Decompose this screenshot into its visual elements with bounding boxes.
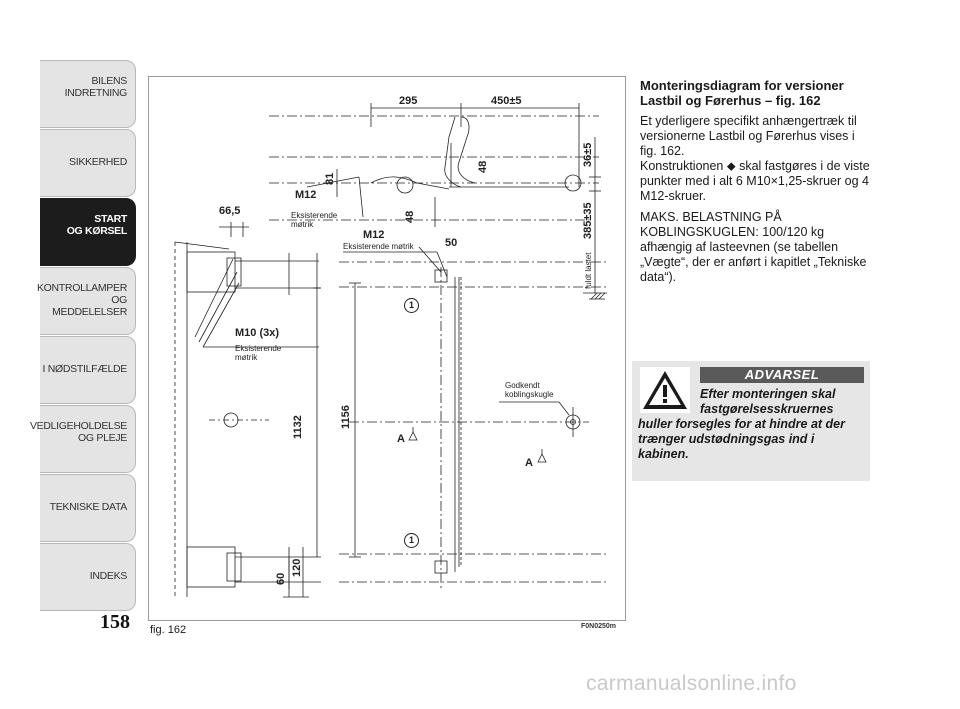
label-nut-lower: Eksisterende møtrik: [235, 344, 282, 362]
tab-i-nodstilfaelde[interactable]: I NØDSTILFÆLDE: [40, 336, 136, 404]
tab-start-og-korsel[interactable]: START OG KØRSEL: [40, 198, 136, 266]
diagram-drawing: [174, 103, 609, 598]
tab-tekniske-data[interactable]: TEKNISKE DATA: [40, 474, 136, 542]
dim-295: 295: [399, 95, 418, 107]
tab-sikkerhed[interactable]: SIKKERHED: [40, 129, 136, 197]
tab-bilens-indretning[interactable]: BILENS INDRETNING: [40, 60, 136, 128]
dim-60: 60: [275, 572, 287, 585]
dim-48-right: 48: [477, 160, 489, 173]
warning-title: ADVARSEL: [700, 367, 864, 383]
label-fuldt-lastet: fuldt lastet: [584, 252, 593, 289]
page-number: 158: [100, 611, 130, 633]
mounting-diagram: 295 450±5 36±5 385±35 fuldt lastet 48 48…: [148, 76, 626, 621]
paragraph-intro: Et yderligere specifikt anhængertræk til…: [640, 114, 857, 158]
paragraph-fastening: Konstruktionen ⬥ skal fastgøres i de vis…: [640, 159, 870, 203]
diamond-symbol-icon: ⬥: [726, 159, 736, 173]
tab-vedligeholdelse[interactable]: VEDLIGEHOLDELSE OG PLEJE: [30, 405, 136, 473]
dim-48-left: 48: [404, 210, 416, 223]
dim-66-5: 66,5: [219, 205, 241, 217]
paragraph-max-load: MAKS. BELASTNING PÅ KOBLINGSKUGLEN: 100/…: [640, 210, 867, 284]
section-heading: Monteringsdiagram for versioner Lastbil …: [640, 78, 844, 108]
label-nut-top: Eksisterende møtrik: [291, 211, 338, 229]
figure-caption: fig. 162: [150, 624, 187, 636]
label-m12-mid: M12: [363, 229, 385, 241]
dim-385: 385±35: [582, 202, 594, 239]
dim-36: 36±5: [582, 142, 594, 167]
dim-81: 81: [324, 172, 336, 185]
watermark: carmanualsonline.info: [586, 672, 797, 695]
dim-120: 120: [291, 558, 303, 577]
instructions-text: Monteringsdiagram for versioner Lastbil …: [640, 78, 872, 291]
callout-1-top: 1: [404, 298, 419, 313]
warning-triangle-icon: [640, 367, 690, 413]
dim-1156: 1156: [340, 405, 352, 429]
figure-code: F0N0250m: [581, 623, 617, 630]
marker-a-left: A: [397, 433, 405, 445]
marker-a-right: A: [525, 457, 533, 469]
label-nut-mid: Eksisterende møtrik: [343, 242, 414, 251]
callout-1-bottom: 1: [404, 533, 419, 548]
dim-450: 450±5: [491, 95, 522, 107]
label-m12-top: M12: [295, 189, 317, 201]
warning-text: Efter monteringen skal fastgørelsesskrue…: [638, 387, 845, 461]
dim-1132: 1132: [292, 415, 304, 439]
warning-box: ADVARSEL Efter monteringen skal fastgøre…: [632, 361, 870, 481]
label-coupling-ball: Godkendt koblingskugle: [505, 381, 554, 399]
dim-50: 50: [445, 237, 458, 249]
tab-kontrollamper[interactable]: KONTROLLAMPER OG MEDDELELSER: [37, 267, 136, 335]
label-m10: M10 (3x): [235, 327, 280, 339]
tab-indeks[interactable]: INDEKS: [40, 543, 136, 611]
